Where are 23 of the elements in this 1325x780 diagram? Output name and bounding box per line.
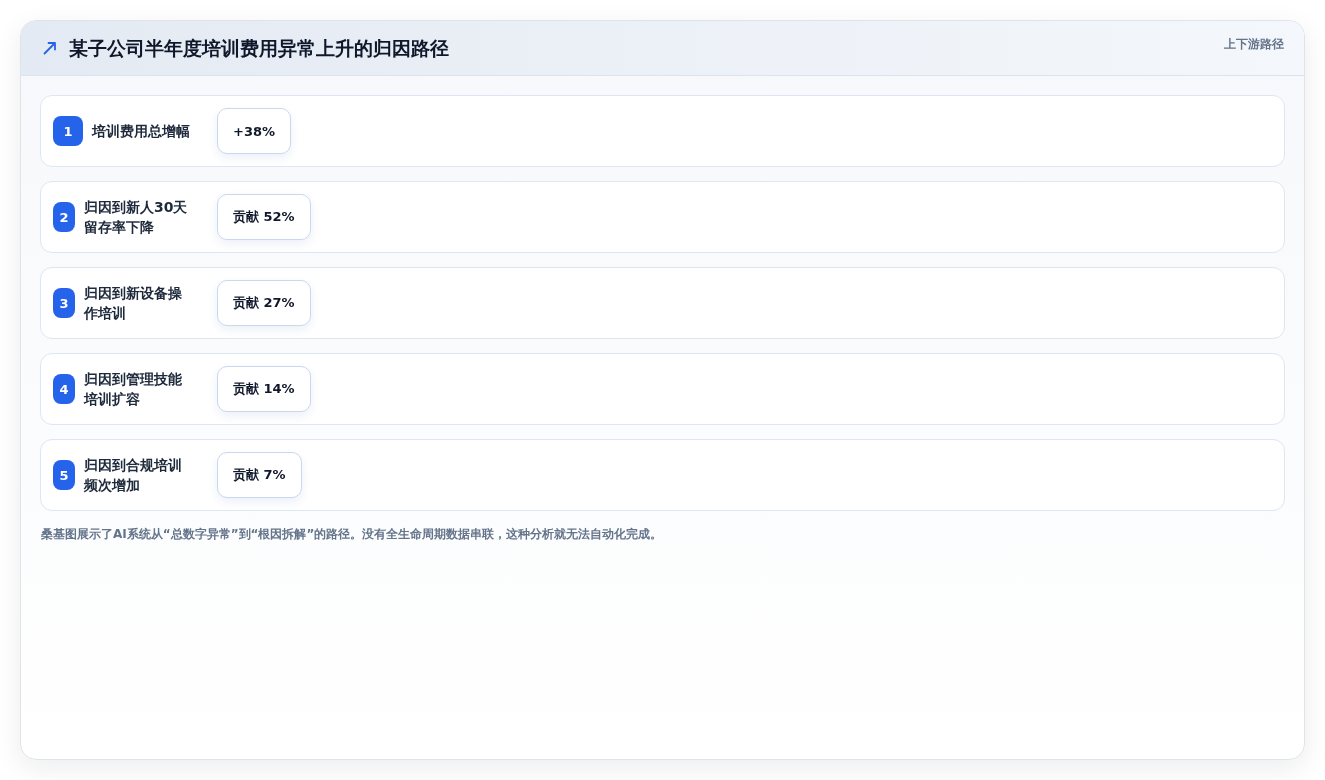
panel-title: 某子公司半年度培训费用异常上升的归因路径 [69,36,449,60]
caption-text: 桑基图展示了AI系统从“总数字异常”到“根因拆解”的路径。没有全生命周期数据串联，这种分析就无法自动化完成。 [40,526,664,543]
step-number-badge: 2 [53,202,75,232]
step-label: 归因到合规培训频次增加 [84,456,183,495]
step-row [40,181,1285,253]
step-row [40,353,1285,425]
contribution-pill: +38% [217,108,291,154]
step-label: 归因到新人30天留存率下降 [84,198,188,237]
step-number-badge: 3 [53,288,75,318]
step-label: 培训费用总增幅 [92,122,191,141]
contribution-pill: 贡献 14% [217,366,311,412]
step-row [40,95,1285,167]
step-number-badge: 4 [53,374,75,404]
step-row [40,439,1285,511]
step-label: 归因到管理技能培训扩容 [84,370,183,409]
contribution-pill: 贡献 7% [217,452,302,498]
header-tag-text: 上下游路径 [1224,36,1284,52]
contribution-pill: 贡献 52% [217,194,311,240]
step-label: 归因到新设备操作培训 [84,284,183,323]
contribution-pill: 贡献 27% [217,280,311,326]
step-number-badge: 1 [53,116,83,146]
step-number-badge: 5 [53,460,75,490]
step-row [40,267,1285,339]
